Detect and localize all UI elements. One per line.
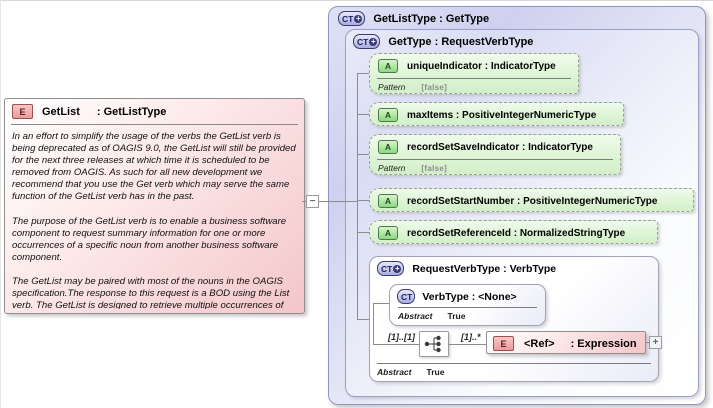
element-box-getlist[interactable]: E GetList : GetListType In an effort to … [4, 98, 305, 314]
element-name: <Ref> [524, 337, 555, 350]
complextype-box-verbtype[interactable]: CT VerbType : <None> Abstract True [389, 284, 546, 326]
complextype-title: GetType : RequestVerbType [388, 35, 534, 48]
annotation-paragraph: The GetList may be paired with most of t… [12, 275, 290, 309]
attribute-label: uniqueIndicator : IndicatorType [407, 60, 556, 72]
facet-value: [false] [421, 164, 448, 173]
ct-label: CT [342, 13, 354, 24]
attribute-header: A recordSetSaveIndicator : IndicatorType [370, 135, 620, 157]
attribute-box-uniqueindicator[interactable]: A uniqueIndicator : IndicatorType Patter… [369, 53, 579, 94]
attribute-header: A recordSetStartNumber : PositiveInteger… [370, 189, 693, 211]
element-type: : Expression [570, 337, 637, 350]
complextype-icon: CT + [338, 11, 366, 26]
complextype-icon: CT + [377, 261, 405, 276]
complextype-title: VerbType : <None> [422, 290, 517, 303]
attribute-box-recordsetsaveindicator[interactable]: A recordSetSaveIndicator : IndicatorType… [369, 134, 621, 175]
annotation-paragraph: In an effort to simplify the usage of th… [12, 131, 296, 203]
sequence-compositor-icon[interactable] [419, 331, 449, 357]
collapse-button[interactable]: − [306, 195, 319, 208]
derived-plus-icon: + [354, 13, 363, 23]
sequence-glyph [424, 335, 441, 353]
attribute-box-recordsetstartnumber[interactable]: A recordSetStartNumber : PositiveInteger… [369, 188, 694, 212]
attribute-label: recordSetReferenceId : NormalizedStringT… [407, 227, 626, 239]
facet-row: Pattern [false] [370, 79, 578, 92]
facet-name: Pattern [378, 163, 406, 173]
plus-icon: + [652, 336, 659, 348]
complextype-title: RequestVerbType : VerbType [412, 262, 557, 275]
header-separator [11, 124, 298, 125]
element-icon: E [493, 336, 514, 351]
abstract-label: Abstract [398, 311, 433, 321]
facet-name: Pattern [378, 82, 406, 92]
complextype-title: GetListType : GetType [373, 12, 490, 25]
ct-label: CT [357, 36, 369, 47]
element-box-ref[interactable]: E <Ref> : Expression [486, 331, 646, 354]
abstract-label: Abstract [377, 367, 412, 377]
facet-separator [377, 78, 571, 79]
attribute-icon: A [378, 140, 398, 154]
element-type: : GetListType [96, 105, 167, 118]
abstract-separator [377, 363, 651, 364]
element-header: E GetList : GetListType [5, 99, 304, 122]
complextype-header-requestverbtype: CT + RequestVerbType : VerbType [377, 261, 556, 276]
attribute-icon: A [378, 194, 398, 208]
abstract-row: Abstract True [390, 308, 545, 321]
complextype-icon: CT [397, 289, 416, 304]
complextype-header-gettype: CT + GetType : RequestVerbType [353, 34, 533, 49]
attribute-label: recordSetSaveIndicator : IndicatorType [407, 141, 593, 153]
attribute-box-recordsetreferenceid[interactable]: A recordSetReferenceId : NormalizedStrin… [369, 220, 658, 244]
annotation-text: In an effort to simplify the usage of th… [5, 125, 304, 309]
cardinality-label-right: [1]..* [461, 332, 481, 342]
abstract-separator [398, 307, 537, 308]
element-name: GetList [42, 105, 80, 118]
attribute-header: A maxItems : PositiveIntegerNumericType [370, 103, 623, 125]
ct-label: CT [401, 291, 413, 302]
facet-separator [377, 159, 613, 160]
complextype-header-verbtype: CT VerbType : <None> [390, 285, 545, 306]
attribute-label: maxItems : PositiveIntegerNumericType [407, 109, 597, 121]
attribute-icon: A [378, 108, 398, 122]
annotation-paragraph: The purpose of the GetList verb is to en… [12, 215, 287, 263]
element-icon: E [12, 104, 33, 119]
derived-plus-icon: + [369, 36, 378, 46]
ct-label: CT [381, 263, 393, 274]
complextype-icon: CT + [353, 34, 381, 49]
abstract-row: Abstract True [377, 367, 444, 377]
abstract-value: True [426, 367, 445, 377]
attribute-icon: A [378, 59, 398, 73]
element-header: E <Ref> : Expression [487, 332, 645, 351]
attribute-header: A uniqueIndicator : IndicatorType [370, 54, 578, 76]
minus-icon: − [309, 195, 316, 207]
derived-plus-icon: + [393, 263, 402, 273]
expand-button[interactable]: + [649, 336, 662, 349]
cardinality-label-left: [1]..[1] [388, 332, 415, 342]
attribute-icon: A [378, 226, 398, 240]
facet-value: [false] [421, 83, 448, 92]
attribute-label: recordSetStartNumber : PositiveIntegerNu… [407, 195, 658, 207]
abstract-value: True [447, 311, 466, 321]
complextype-header-getlisttype: CT + GetListType : GetType [338, 11, 489, 26]
facet-row: Pattern [false] [370, 160, 620, 173]
attribute-box-maxitems[interactable]: A maxItems : PositiveIntegerNumericType [369, 102, 624, 126]
attribute-header: A recordSetReferenceId : NormalizedStrin… [370, 221, 657, 243]
